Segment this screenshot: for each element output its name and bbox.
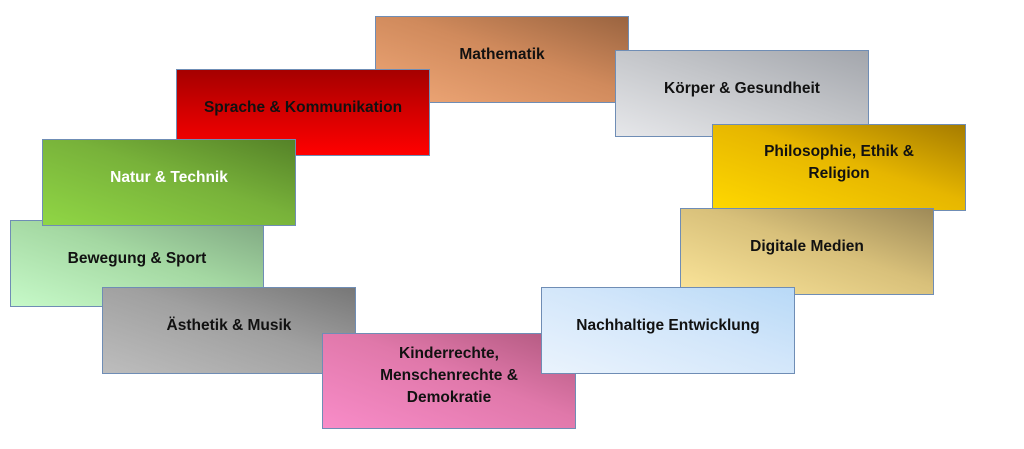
box-kinderrechte-menschenrechte-demokratie: Kinderrechte, Menschenrechte & Demokrati… <box>322 333 576 429</box>
box-label: Natur & Technik <box>110 168 228 186</box>
box-label: Bewegung & Sport <box>67 249 207 267</box>
box-aesthetik-musik: Ästhetik & Musik <box>102 287 356 374</box>
box-nachhaltige-entwicklung: Nachhaltige Entwicklung <box>541 287 795 374</box>
box-philosophie-ethik-religion: Philosophie, Ethik & Religion <box>712 124 966 211</box>
box-label: Mathematik <box>459 45 545 63</box>
box-label: Kinderrechte, Menschenrechte & Demokrati… <box>380 345 518 406</box>
box-label: Körper & Gesundheit <box>664 79 820 97</box>
box-natur-technik: Natur & Technik <box>42 139 296 226</box>
box-label: Sprache & Kommunikation <box>203 98 403 116</box>
box-koerper-gesundheit: Körper & Gesundheit <box>615 50 869 137</box>
box-label: Digitale Medien <box>750 237 864 255</box>
box-digitale-medien: Digitale Medien <box>680 208 934 295</box>
box-label: Nachhaltige Entwicklung <box>576 316 760 334</box>
box-label: Ästhetik & Musik <box>166 316 292 334</box>
box-label: Philosophie, Ethik & Religion <box>764 142 914 182</box>
